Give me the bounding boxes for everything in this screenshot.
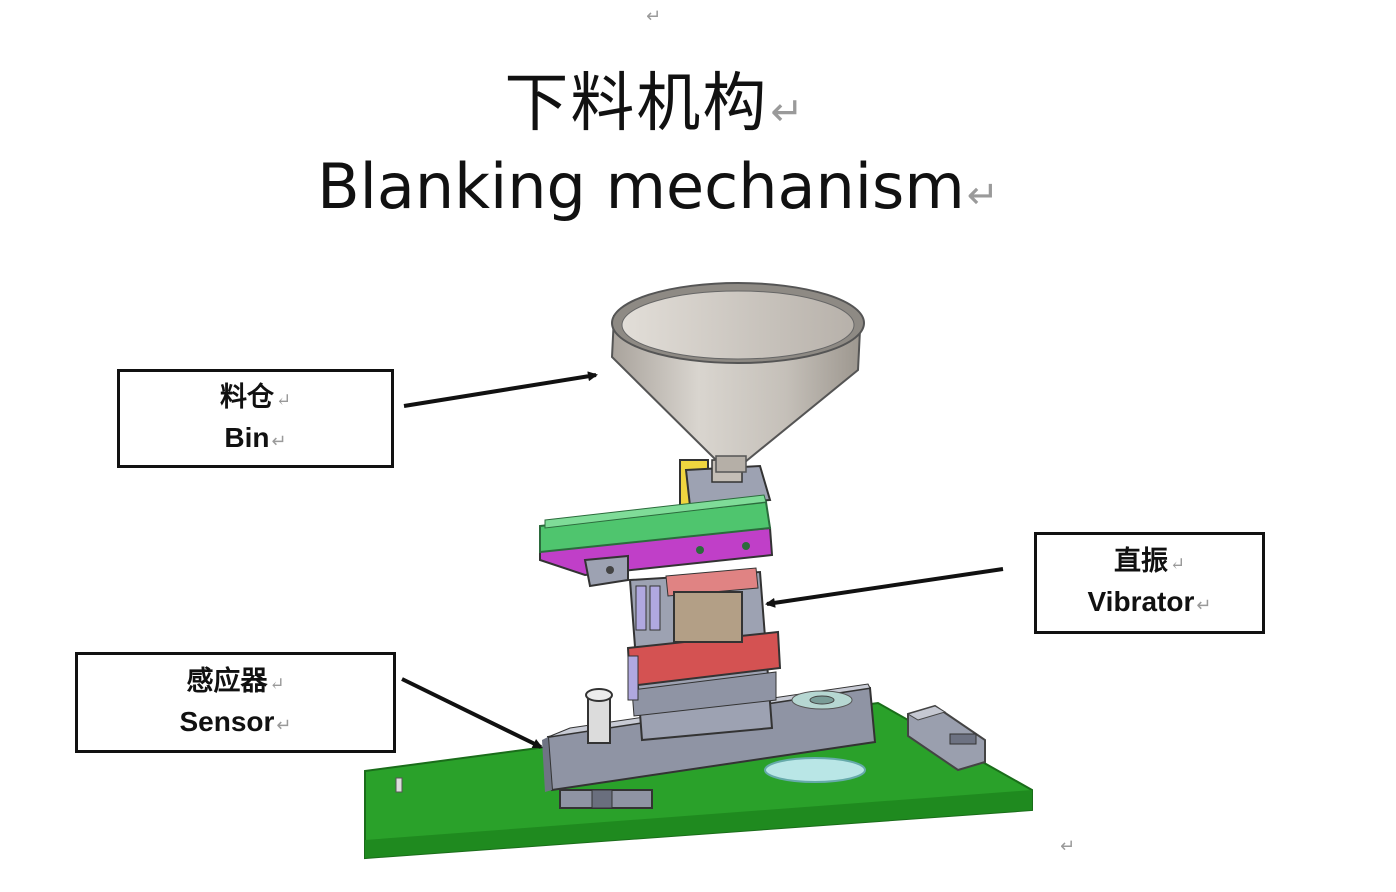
sensor-cn-paragraph-mark: ↵ <box>269 673 285 695</box>
bin-label-cn: 料仓 <box>219 381 274 413</box>
bin-arrow <box>403 371 598 408</box>
sensor-label-cn: 感应器 <box>186 665 268 697</box>
title-en-text: Blanking mechanism <box>317 150 965 223</box>
page-title-english: Blanking mechanism↵ <box>0 150 1316 223</box>
bin-en-paragraph-mark: ↵ <box>271 430 287 451</box>
vibrator-cn-paragraph-mark: ↵ <box>1169 554 1186 575</box>
sensor-post <box>585 688 613 744</box>
vibrator-callout: 直振↵ Vibrator↵ <box>1034 532 1265 634</box>
vibrator-arrow <box>765 567 1004 608</box>
bin-callout: 料仓↵ Bin↵ <box>117 369 394 468</box>
vibrator-label-en: Vibrator <box>1087 586 1195 617</box>
sensor-arrow <box>401 677 543 749</box>
vibration-disc <box>764 757 866 783</box>
title-cn-text: 下料机构 <box>504 67 769 141</box>
page-title-chinese: 下料机构↵ <box>0 52 1310 144</box>
bin-label-en: Bin <box>224 421 270 453</box>
vibrator-en-paragraph-mark: ↵ <box>1196 595 1212 615</box>
sensor-callout: 感应器↵ Sensor↵ <box>75 652 396 753</box>
sensor-en-paragraph-mark: ↵ <box>276 714 292 735</box>
title-en-paragraph-mark: ↵ <box>966 173 999 218</box>
top-paragraph-mark: ↵ <box>646 6 662 27</box>
linear-feeder-track <box>539 494 774 588</box>
hopper-outlet <box>679 459 772 511</box>
title-cn-paragraph-mark: ↵ <box>770 89 806 135</box>
bottom-paragraph-mark: ↵ <box>1060 836 1076 857</box>
bin-cn-paragraph-mark: ↵ <box>275 389 292 411</box>
right-clamp-block <box>906 704 986 772</box>
sensor-label-en: Sensor <box>179 705 275 737</box>
bin-hopper <box>610 282 865 473</box>
vibrator-label-cn: 直振 <box>1113 546 1168 577</box>
vibrator-column <box>626 567 782 742</box>
